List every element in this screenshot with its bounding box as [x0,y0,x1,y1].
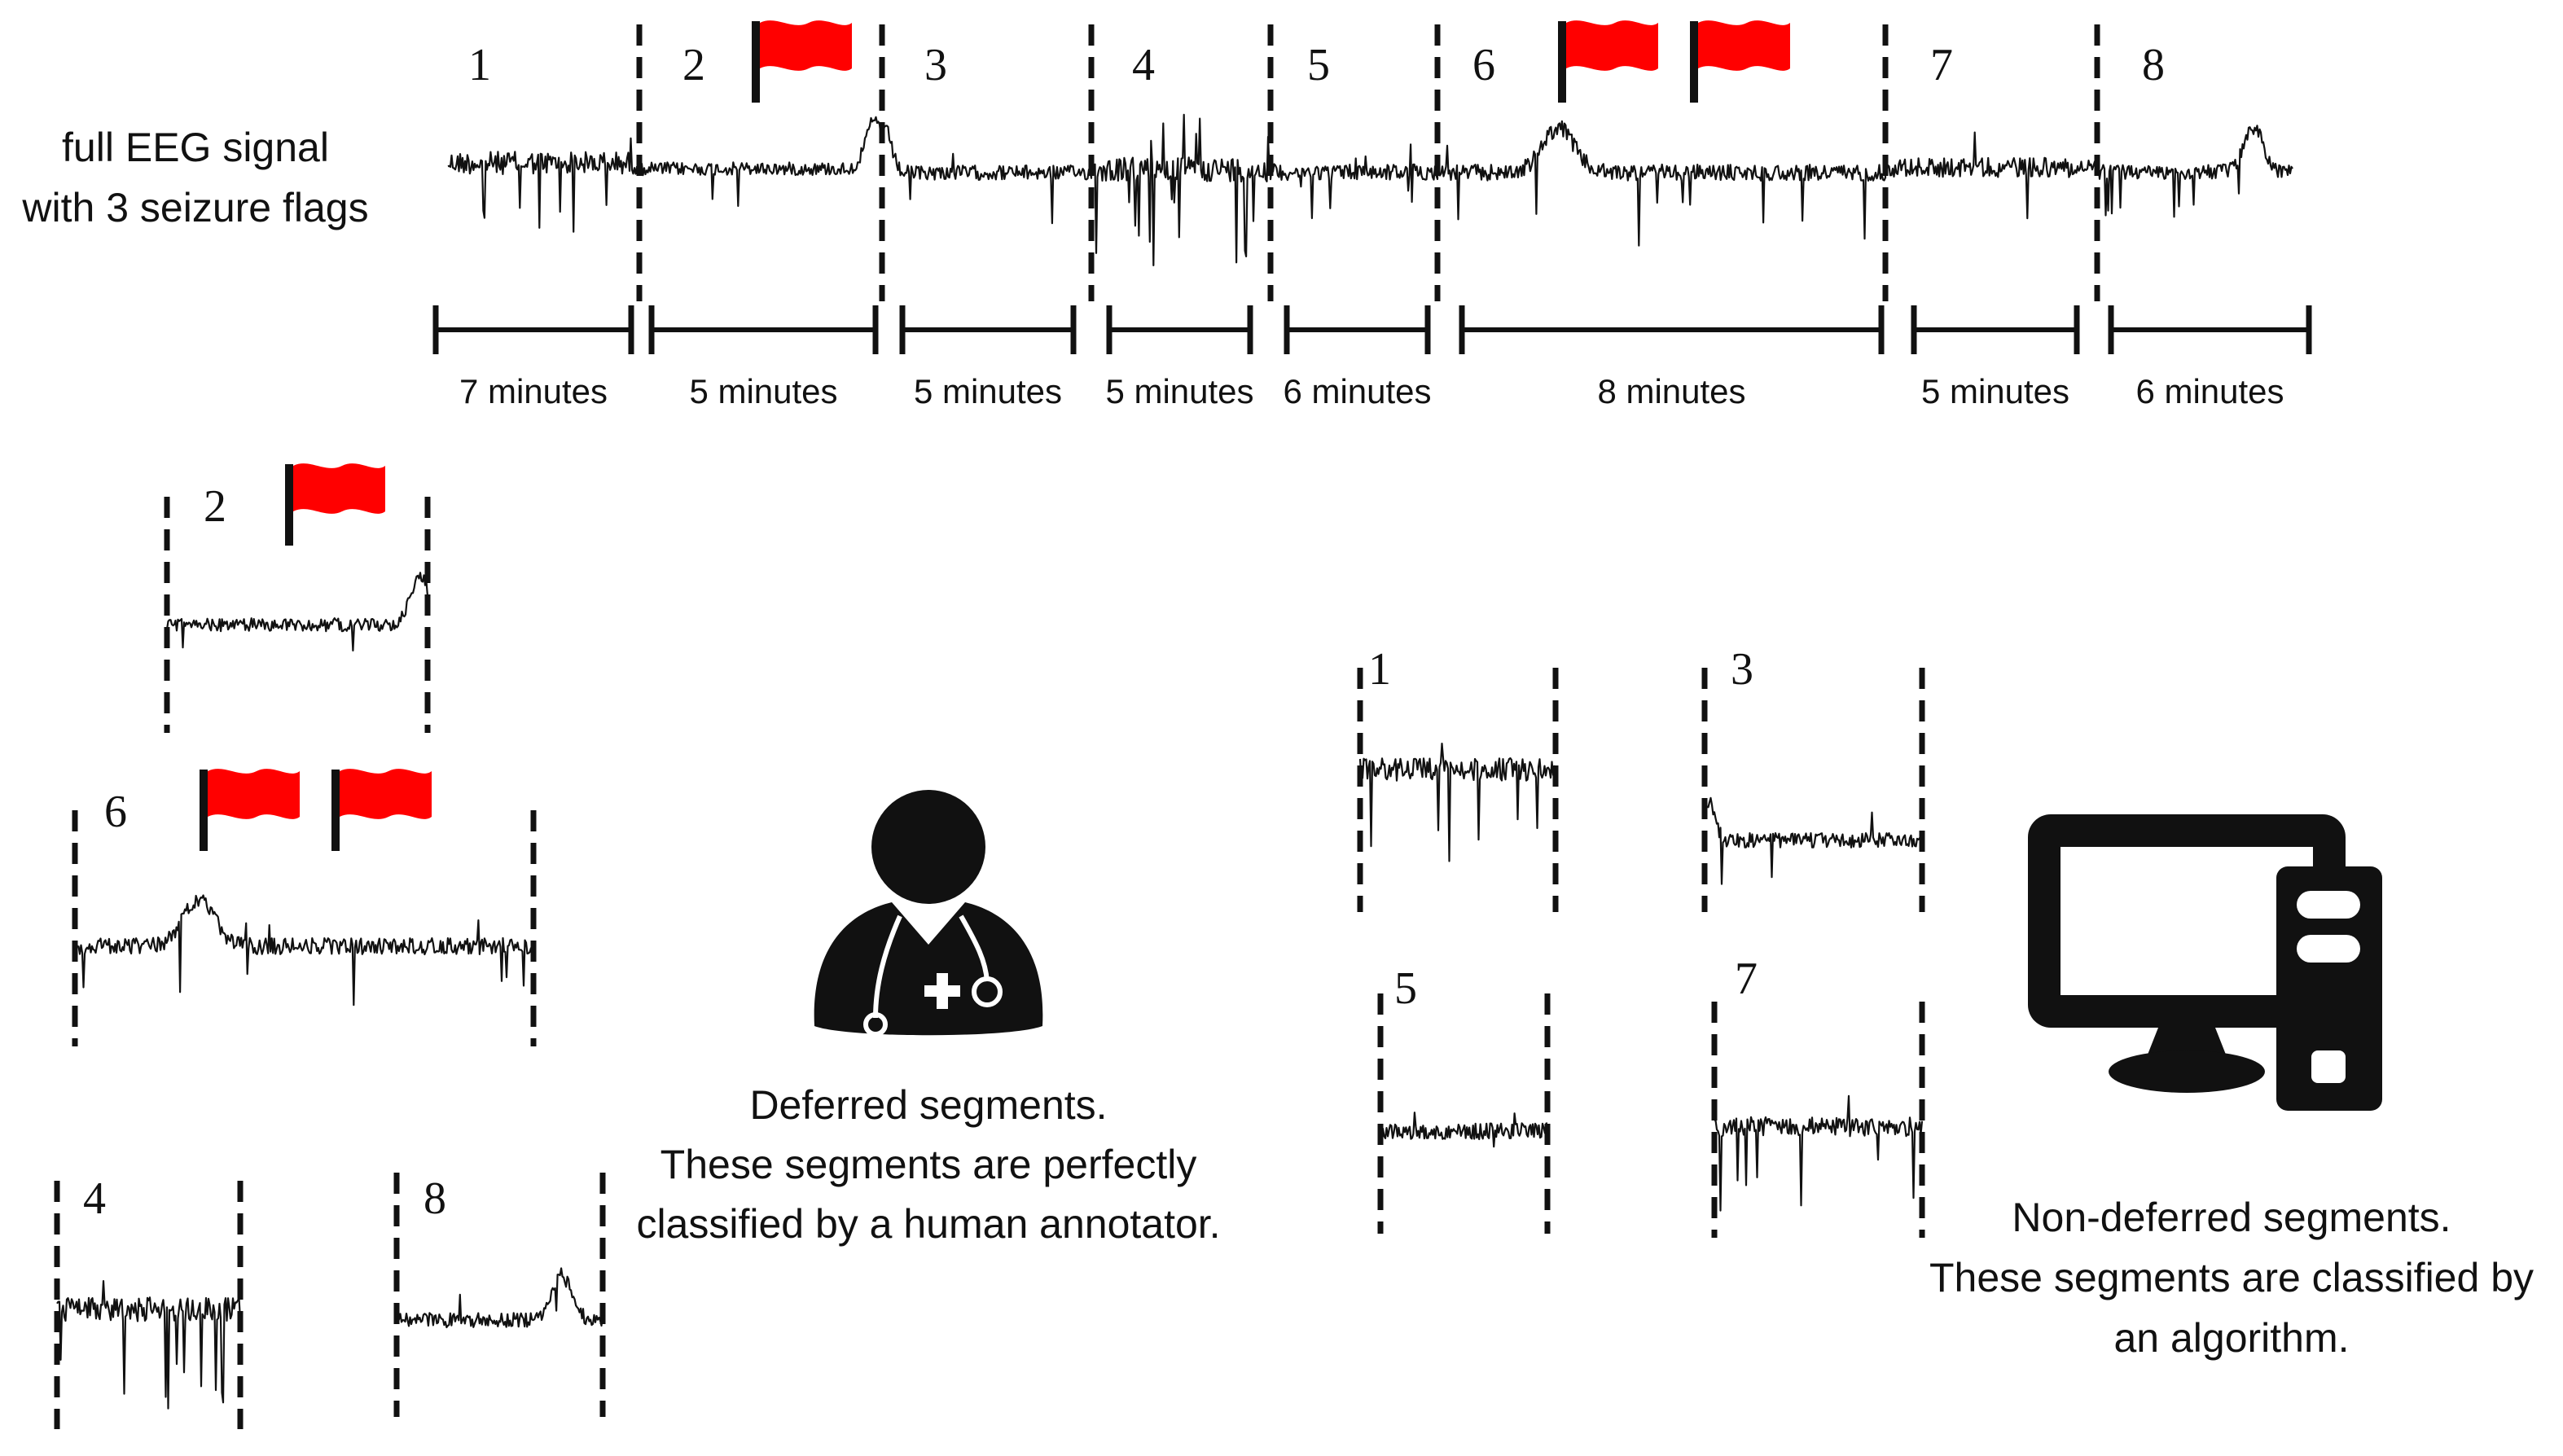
full-eeg-trace [447,113,2293,266]
deferred-segments: 2 6 4 8 [54,463,606,1429]
segment-number: 2 [204,481,226,532]
duration-bar [1911,305,2080,354]
segment-panel: 7 [1711,954,1925,1238]
full-signal-label-line-2: with 3 seizure flags [21,185,368,230]
segment-number: 7 [1735,954,1758,1004]
segment-number: 3 [924,40,947,90]
non-deferred-caption-line-2: These segments are classified by [1929,1255,2534,1300]
non-deferred-caption-line-1: Non-deferred segments. [2012,1195,2451,1240]
duration-label: 5 minutes [689,372,837,410]
segment-number: 3 [1731,644,1753,695]
duration-label: 7 minutes [459,372,608,410]
duration-label: 5 minutes [1105,372,1253,410]
computer-icon [2028,814,2382,1111]
duration-label: 6 minutes [2135,372,2284,410]
duration-bar [1106,305,1253,354]
duration-label: 6 minutes [1283,372,1431,410]
duration-bar [432,305,634,354]
duration-label: 5 minutes [914,372,1062,410]
segment-number: 1 [468,40,491,90]
duration-bar [1459,305,1885,354]
segment-trace [56,1280,242,1410]
full-eeg-signal [447,113,2293,266]
segment-trace [1704,796,1924,885]
segment-panel: 6 [72,769,537,1046]
segment-panel: 2 [164,463,431,733]
segment-trace [395,1267,604,1329]
segment-trace [1358,743,1557,862]
segment-number: 8 [424,1173,446,1224]
seizure-flag-icon [1562,20,1658,103]
segment-durations: 7 minutes 5 minutes 5 minutes 5 minutes 6 mi… [432,305,2312,410]
seizure-flag-icon [1694,20,1790,103]
segment-panel: 1 [1357,644,1559,912]
duration-bar [2108,305,2312,354]
segment-trace [1714,1094,1924,1212]
seizure-flag-icon [289,463,385,546]
segment-number: 1 [1368,644,1391,695]
segment-panel: 4 [54,1173,244,1429]
full-signal-label-line-1: full EEG signal [62,125,329,170]
segment-number: 4 [83,1173,106,1224]
segment-trace [73,894,534,1006]
non-deferred-caption-line-3: an algorithm. [2113,1315,2349,1361]
deferred-caption: Deferred segments. These segments are pe… [636,1082,1220,1247]
segment-numbers: 1 2 3 4 5 6 7 8 [468,40,2165,90]
duration-bar [899,305,1077,354]
non-deferred-caption: Non-deferred segments. These segments ar… [1929,1195,2534,1361]
deferred-caption-line-1: Deferred segments. [749,1082,1107,1128]
segment-number: 6 [104,787,127,837]
seizure-flag-icon [756,20,852,103]
segment-panel: 3 [1701,644,1925,912]
duration-bar [1284,305,1431,354]
segment-trace [1379,1112,1548,1148]
segment-number: 8 [2142,40,2165,90]
seizure-flag-icon [336,769,432,851]
segment-panel: 8 [393,1173,606,1417]
doctor-icon [814,790,1043,1037]
segment-number: 7 [1930,40,1953,90]
seizure-flag-icon [204,769,300,851]
deferred-caption-line-3: classified by a human annotator. [636,1201,1220,1247]
segment-number: 5 [1394,963,1417,1014]
duration-bar [648,305,879,354]
segment-dividers [636,24,2100,301]
duration-label: 5 minutes [1921,372,2069,410]
segment-number: 6 [1472,40,1495,90]
duration-label: 8 minutes [1597,372,1745,410]
deferred-caption-line-2: These segments are perfectly [660,1142,1197,1187]
non-deferred-segments: 1 3 5 7 [1357,644,1925,1238]
segment-number: 2 [682,40,705,90]
segment-number: 5 [1307,40,1330,90]
full-signal-label: full EEG signal with 3 seizure flags [21,125,368,230]
segment-number: 4 [1132,40,1155,90]
segment-trace [165,572,429,651]
segment-panel: 5 [1377,963,1551,1234]
